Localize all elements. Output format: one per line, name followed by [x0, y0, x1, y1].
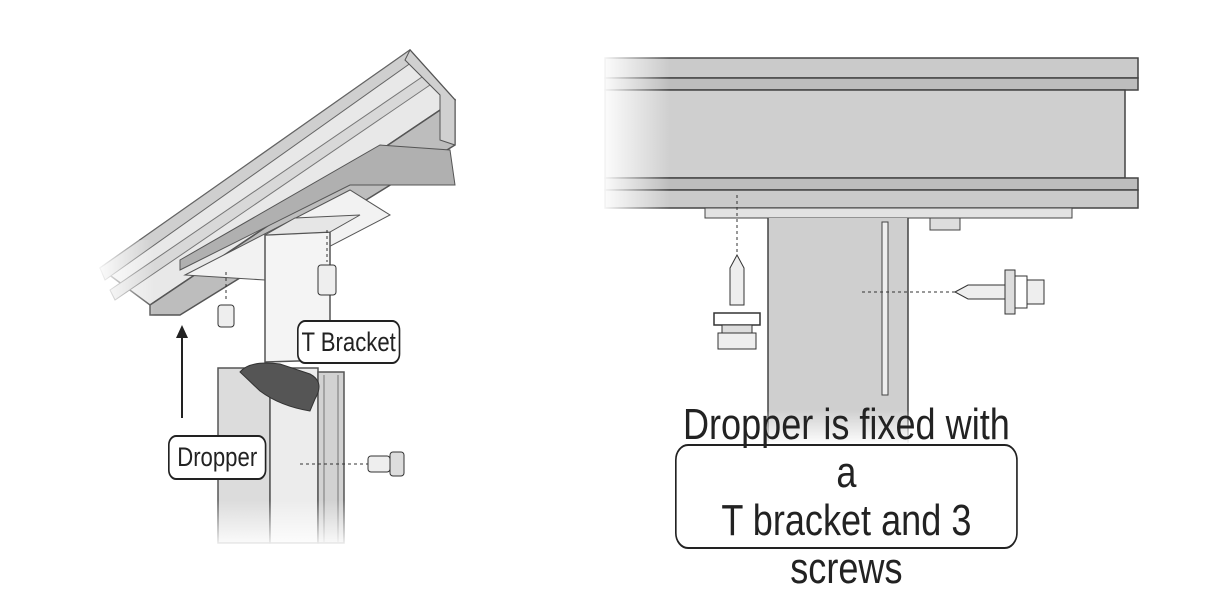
t-bracket	[239, 214, 361, 412]
screw-icon	[713, 195, 761, 350]
t-bracket-label: T Bracket	[297, 320, 401, 364]
arrow-up-icon	[176, 325, 188, 418]
beam-angled	[95, 49, 457, 330]
screw-icon	[317, 230, 337, 296]
dropper-post	[760, 218, 920, 445]
screw-icon	[300, 451, 405, 477]
t-bracket-label-text: T Bracket	[301, 326, 396, 357]
dropper-label: Dropper	[168, 435, 267, 480]
caption-line-2: T bracket and 3 screws	[721, 495, 972, 593]
mounting-plate	[704, 207, 1073, 219]
right-illustration	[600, 50, 1139, 445]
beam-horizontal	[600, 50, 1139, 215]
caption-label: Dropper is fixed with a T bracket and 3 …	[675, 400, 1018, 592]
nut	[929, 217, 961, 231]
screw-icon	[217, 272, 235, 328]
dropper-label-text: Dropper	[177, 442, 258, 472]
screw-icon	[862, 269, 1045, 315]
left-illustration	[95, 49, 457, 550]
caption-line-1: Dropper is fixed with a	[682, 399, 1010, 497]
